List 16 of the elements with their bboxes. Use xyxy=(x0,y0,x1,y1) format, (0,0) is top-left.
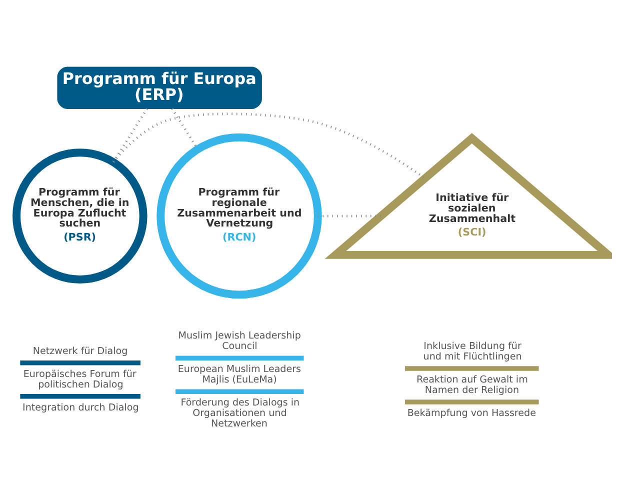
node-label: Inklusive Bildung für und mit Flüchtlingen xyxy=(423,340,522,362)
node-label: European Muslim Leaders Majlis (EuLeMa) xyxy=(178,364,302,386)
node-label: Europäisches Forum für politischen Dialog xyxy=(23,368,136,390)
connector xyxy=(112,108,148,162)
node-label: Netzwerk für Dialog xyxy=(32,345,128,356)
node-label: Bekämpfung von Hassrede xyxy=(407,407,536,418)
connector xyxy=(171,108,199,150)
node-circle: Programm für regionale Zusammenarbeit und Vernetzung (RCN) xyxy=(156,132,322,298)
connector xyxy=(112,112,426,179)
node-label: Integration durch Dialog xyxy=(22,402,139,413)
node-label: Förderung des Dialogs in Organisationen und Netzwerken xyxy=(180,397,300,429)
node-box: Programm für Europa (ERP) xyxy=(57,66,262,109)
connector xyxy=(318,214,381,217)
node-label: Muslim Jewish Leadership Council xyxy=(178,330,301,352)
node-label: Reaktion auf Gewalt im Namen der Religion xyxy=(416,374,528,396)
node-circle: Programm für Menschen, die in Europa Zuflucht suchen (PSR) xyxy=(12,148,148,283)
